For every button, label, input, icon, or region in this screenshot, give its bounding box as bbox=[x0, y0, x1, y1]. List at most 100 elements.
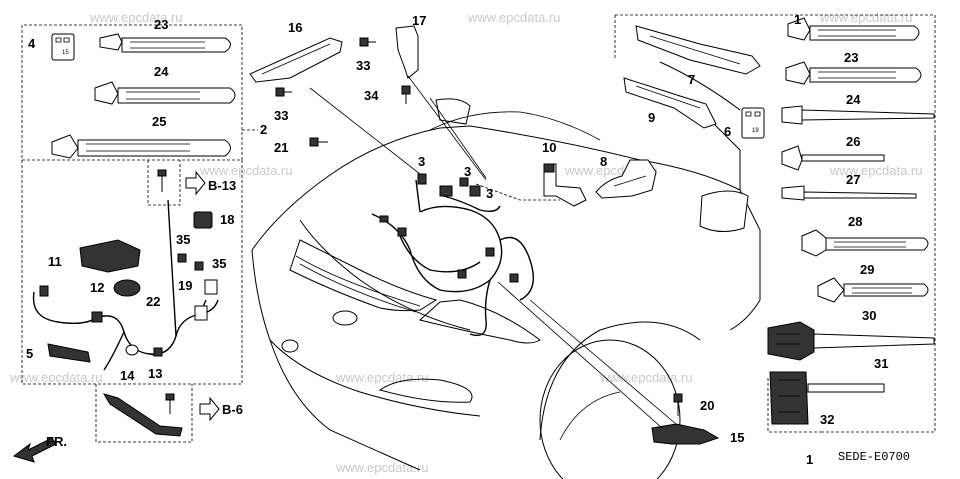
callout-27: 27 bbox=[846, 172, 860, 187]
relay-part-18 bbox=[193, 211, 213, 229]
callout-1-bottom: 1 bbox=[806, 452, 813, 467]
relay-mark: 19 bbox=[752, 128, 759, 134]
engine-bay-edge bbox=[429, 111, 601, 141]
grille-bar bbox=[295, 255, 421, 307]
harness-wire bbox=[399, 235, 481, 273]
callout-35: 35 bbox=[212, 256, 226, 271]
group-bracket bbox=[95, 384, 193, 443]
ref-b6[interactable]: B-6 bbox=[222, 402, 243, 417]
group-bracket bbox=[21, 160, 243, 385]
bracket-part-17 bbox=[395, 25, 419, 79]
bottom-middle-parts bbox=[497, 281, 720, 445]
clip-parts-3 bbox=[417, 173, 560, 201]
callout-24: 24 bbox=[846, 92, 861, 107]
hood-edge bbox=[251, 125, 471, 251]
inner-bracket bbox=[147, 160, 181, 206]
watermark: www.epcdata.ru bbox=[199, 163, 293, 178]
callout-26: 26 bbox=[846, 134, 860, 149]
bolt-icon bbox=[309, 137, 328, 147]
cable-tie-28 bbox=[781, 185, 917, 201]
group-bracket bbox=[767, 378, 822, 433]
fog-light bbox=[281, 339, 299, 353]
cable-tie-25 bbox=[51, 134, 231, 159]
group-bracket bbox=[822, 138, 936, 433]
callout-8: 8 bbox=[600, 154, 607, 169]
arrow-b13-icon bbox=[185, 170, 206, 196]
cable-tie-24 bbox=[785, 61, 922, 85]
callout-14: 14 bbox=[120, 368, 135, 383]
leader-line bbox=[407, 75, 487, 181]
watermark: www.epcdata.ru bbox=[829, 163, 923, 178]
bracket-detail bbox=[649, 35, 741, 65]
callout-3: 3 bbox=[418, 154, 425, 169]
car-body bbox=[251, 61, 761, 479]
watermark: www.epcdata.ru bbox=[599, 370, 693, 385]
watermark: www.epcdata.ru bbox=[335, 370, 429, 385]
callout-28: 28 bbox=[848, 214, 862, 229]
callout-6: 6 bbox=[724, 124, 731, 139]
watermark: www.epcdata.ru bbox=[89, 10, 183, 25]
cable-tie-27 bbox=[781, 145, 885, 171]
callout-5: 5 bbox=[26, 346, 33, 361]
callout-1: 1 bbox=[794, 12, 801, 27]
bolt-icon bbox=[401, 85, 411, 104]
cover-part-11 bbox=[79, 239, 141, 273]
connector-icon bbox=[39, 285, 49, 297]
cable-tie-29 bbox=[801, 229, 929, 257]
leader-line bbox=[429, 97, 487, 179]
front-direction: FR. bbox=[12, 434, 67, 463]
bracket-part-15 bbox=[651, 423, 720, 445]
callout-9: 9 bbox=[648, 110, 655, 125]
strut-tower bbox=[435, 98, 471, 125]
connector-icon bbox=[397, 227, 407, 237]
grommet-part-12 bbox=[113, 279, 141, 297]
harness-wire bbox=[469, 279, 491, 337]
grille bbox=[289, 239, 438, 312]
callout-25: 25 bbox=[152, 114, 166, 129]
callout-33: 33 bbox=[356, 58, 370, 73]
harness-wire bbox=[415, 179, 421, 213]
connector-icon bbox=[485, 247, 495, 257]
cable-tie-23 bbox=[787, 17, 920, 41]
relay-part-4: 15 bbox=[51, 33, 75, 61]
diagram-code: SEDE-E0700 bbox=[838, 450, 910, 464]
callout-24: 24 bbox=[154, 64, 169, 79]
clip-part-35 bbox=[177, 253, 187, 263]
ref-b13[interactable]: B-13 bbox=[208, 178, 236, 193]
side-mirror bbox=[699, 190, 749, 232]
connector-icon bbox=[125, 344, 139, 356]
right-top-group: 19 bbox=[614, 14, 936, 433]
connector-part-19 bbox=[204, 279, 218, 295]
connector-icon bbox=[91, 311, 103, 323]
cable-tie-24 bbox=[94, 81, 236, 105]
callout-13: 13 bbox=[148, 366, 162, 381]
arrow-b6-icon bbox=[199, 396, 220, 422]
leader-line bbox=[497, 281, 663, 429]
leader-line bbox=[475, 183, 560, 201]
callout-3: 3 bbox=[464, 164, 471, 179]
cable-tie-23 bbox=[99, 33, 231, 53]
harness-wire bbox=[439, 194, 501, 213]
harness-wire bbox=[32, 291, 219, 355]
windshield-top bbox=[659, 61, 741, 111]
connector-icon bbox=[194, 305, 208, 321]
bracket-part-14 bbox=[102, 393, 183, 437]
callout-20: 20 bbox=[700, 398, 714, 413]
clip-icon bbox=[417, 173, 427, 185]
watermark: www.epcdata.ru bbox=[819, 10, 913, 25]
connector-icon bbox=[509, 273, 519, 283]
cable-tie-32 bbox=[769, 371, 885, 425]
leader-line bbox=[529, 299, 677, 425]
bracket-part-8 bbox=[595, 159, 657, 199]
bumper-edge bbox=[251, 249, 421, 471]
left-harness-group bbox=[21, 160, 243, 385]
tire-detail bbox=[559, 391, 621, 441]
hood-crease bbox=[299, 219, 471, 331]
clip-part-35 bbox=[194, 261, 204, 271]
front-arrow-icon bbox=[12, 437, 57, 463]
connector-icon bbox=[469, 185, 481, 197]
callout-35: 35 bbox=[176, 232, 190, 247]
lower-bumper bbox=[269, 339, 481, 417]
fender-line bbox=[469, 125, 741, 191]
